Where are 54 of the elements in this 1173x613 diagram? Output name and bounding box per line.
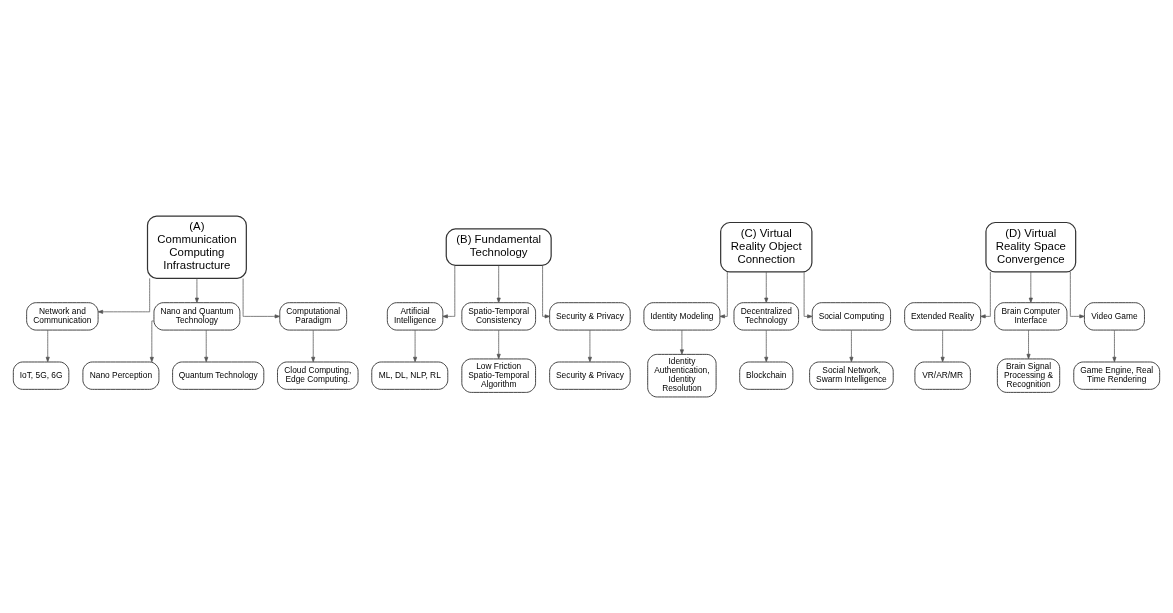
arrow	[204, 329, 209, 363]
node-box: (B) Fundamental Technology	[445, 228, 552, 267]
node-box: ML, DL, NLP, RL	[371, 361, 449, 390]
node-box: Identity Authentication, Identity Resolution	[647, 353, 717, 398]
node-box: Game Engine, Real Time Rendering	[1073, 361, 1161, 390]
arrow	[496, 329, 501, 360]
arrow	[45, 329, 50, 363]
node-box: (C) Virtual Reality Object Connection	[720, 221, 813, 273]
arrow	[1028, 271, 1033, 303]
node-box: (A) Communication Computing Infrastructure	[146, 215, 247, 279]
arrow	[242, 278, 280, 319]
arrow	[194, 278, 199, 303]
arrow	[413, 329, 418, 363]
arrow	[496, 265, 501, 303]
node-box: Quantum Technology	[172, 361, 265, 390]
arrow	[940, 329, 945, 363]
node-box: Low Friction Spatio-Temporal Algorithm	[461, 358, 537, 393]
arrow	[1069, 271, 1085, 319]
arrow	[1112, 329, 1117, 363]
arrow	[764, 271, 769, 303]
arrow	[849, 329, 854, 363]
arrow	[719, 271, 728, 319]
node-box: Decentralized Technology	[733, 302, 800, 331]
node-box: Security & Privacy	[549, 302, 631, 331]
node-box: (D) Virtual Reality Space Convergence	[985, 221, 1077, 273]
arrow	[980, 271, 991, 319]
node-box: Nano and Quantum Technology	[153, 302, 241, 331]
arrow	[587, 329, 592, 363]
node-box: Computational Paradigm	[279, 302, 348, 331]
node-box: Nano Perception	[82, 361, 160, 390]
node-box: IoT, 5G, 6G	[12, 361, 70, 390]
arrow	[149, 320, 155, 363]
arrow	[311, 329, 316, 363]
arrow	[1026, 329, 1031, 360]
node-box: Brain Computer Interface	[994, 302, 1068, 331]
node-box: Video Game	[1083, 302, 1145, 331]
node-box: Brain Signal Processing & Recognition	[996, 358, 1061, 393]
node-box: VR/AR/MR	[914, 361, 971, 390]
arrow	[97, 278, 151, 314]
arrow	[803, 271, 813, 319]
node-box: Identity Modeling	[643, 302, 721, 331]
node-box: Network and Communication	[26, 302, 99, 331]
node-box: Cloud Computing, Edge Computing.	[277, 361, 359, 390]
node-box: Spatio-Temporal Consistency	[461, 302, 537, 331]
arrow	[542, 265, 550, 319]
node-box: Blockchain	[739, 361, 794, 390]
node-box: Extended Reality	[904, 302, 982, 331]
node-box: Social Network, Swarm Intelligence	[809, 361, 894, 390]
arrow	[764, 329, 769, 363]
arrow	[442, 265, 456, 319]
arrow	[679, 329, 684, 355]
node-box: Artificial Intelligence	[386, 302, 444, 331]
node-box: Social Computing	[811, 302, 892, 331]
node-box: Security & Privacy	[549, 361, 631, 390]
